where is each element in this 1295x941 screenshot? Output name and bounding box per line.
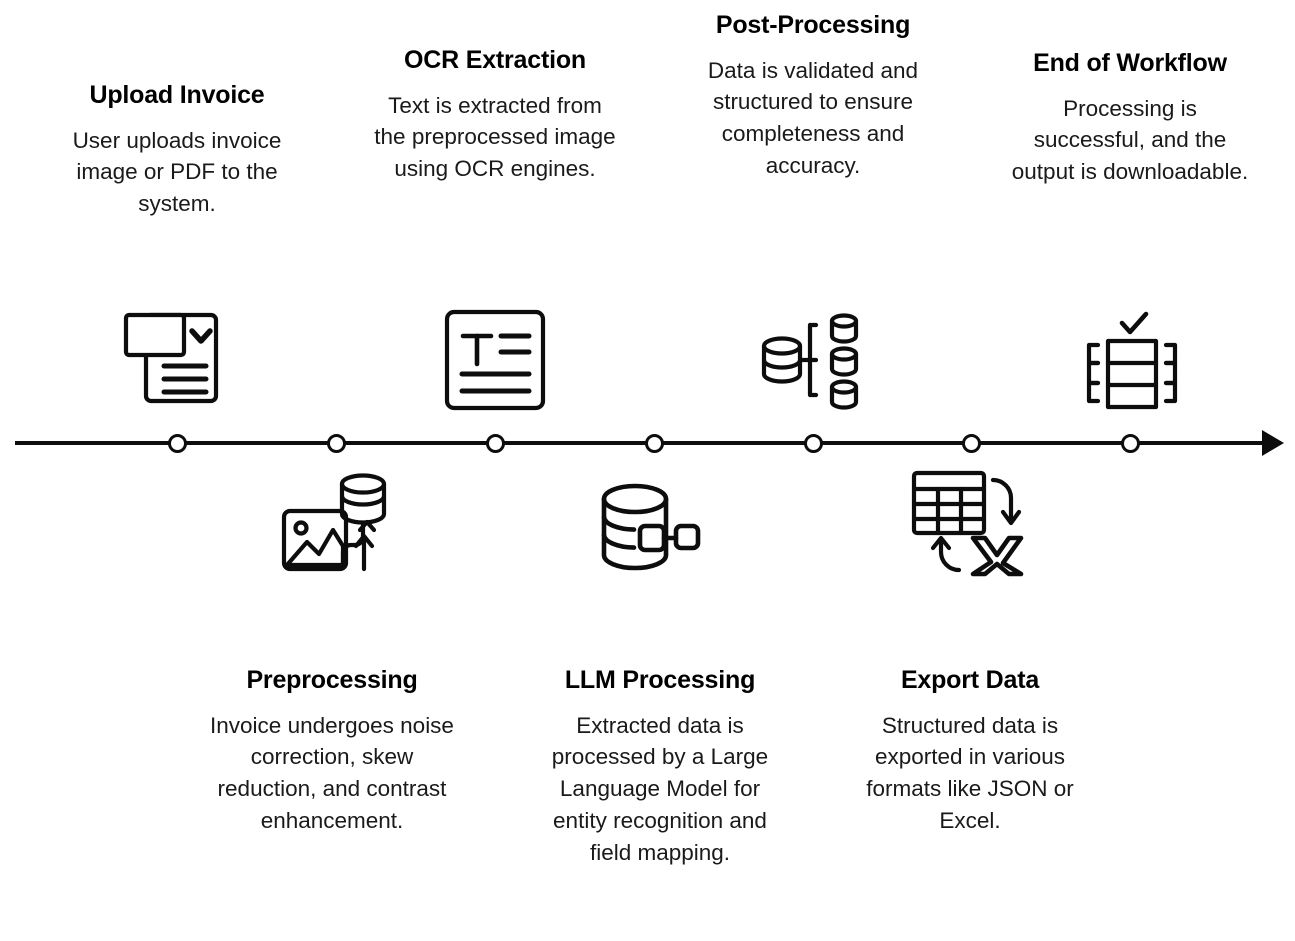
- step-4-title: LLM Processing: [564, 666, 756, 694]
- timeline-node-3[interactable]: [485, 433, 505, 453]
- step-2-text-block: Preprocessing Invoice undergoes noise co…: [207, 665, 457, 837]
- timeline-node-6[interactable]: [961, 433, 981, 453]
- timeline-axis: [15, 441, 1268, 445]
- step-5-description: Data is validated and structured to ensu…: [707, 57, 919, 179]
- database-branch-icon: [761, 310, 866, 410]
- timeline-node-7[interactable]: [1120, 433, 1140, 453]
- table-check-icon: [1078, 305, 1186, 413]
- timeline-arrowhead-icon: [1262, 430, 1284, 456]
- step-3-text-block: OCR Extraction Text is extracted from th…: [370, 45, 620, 185]
- step-7-description: Processing is successful, and the output…: [1011, 95, 1249, 185]
- document-upload-icon: [122, 305, 228, 411]
- table-excel-sync-icon: [911, 470, 1024, 578]
- step-5-title: Post-Processing: [715, 11, 911, 39]
- step-2-title: Preprocessing: [246, 666, 418, 694]
- step-3-description: Text is extracted from the preprocessed …: [374, 92, 616, 182]
- timeline-node-4[interactable]: [644, 433, 664, 453]
- step-1-description: User uploads invoice image or PDF to the…: [72, 127, 282, 217]
- step-3-title: OCR Extraction: [404, 46, 586, 74]
- timeline-node-2[interactable]: [326, 433, 346, 453]
- image-to-database-icon: [281, 470, 391, 575]
- step-4-text-block: LLM Processing Extracted data is process…: [535, 665, 785, 869]
- step-4-description: Extracted data is processed by a Large L…: [551, 712, 769, 866]
- database-nodes-icon: [597, 482, 701, 582]
- timeline-node-5[interactable]: [803, 433, 823, 453]
- step-6-title: Export Data: [900, 666, 1040, 694]
- step-1-title: Upload Invoice: [89, 81, 265, 109]
- step-7-title: End of Workflow: [1033, 49, 1227, 77]
- step-5-text-block: Post-Processing Data is validated and st…: [688, 10, 938, 182]
- step-1-text-block: Upload Invoice User uploads invoice imag…: [52, 80, 302, 220]
- step-2-description: Invoice undergoes noise correction, skew…: [210, 712, 454, 834]
- step-6-text-block: Export Data Structured data is exported …: [845, 665, 1095, 837]
- step-7-text-block: End of Workflow Processing is successful…: [1005, 48, 1255, 188]
- timeline-node-1[interactable]: [167, 433, 187, 453]
- step-6-description: Structured data is exported in various f…: [866, 712, 1074, 834]
- text-document-icon: [443, 308, 547, 412]
